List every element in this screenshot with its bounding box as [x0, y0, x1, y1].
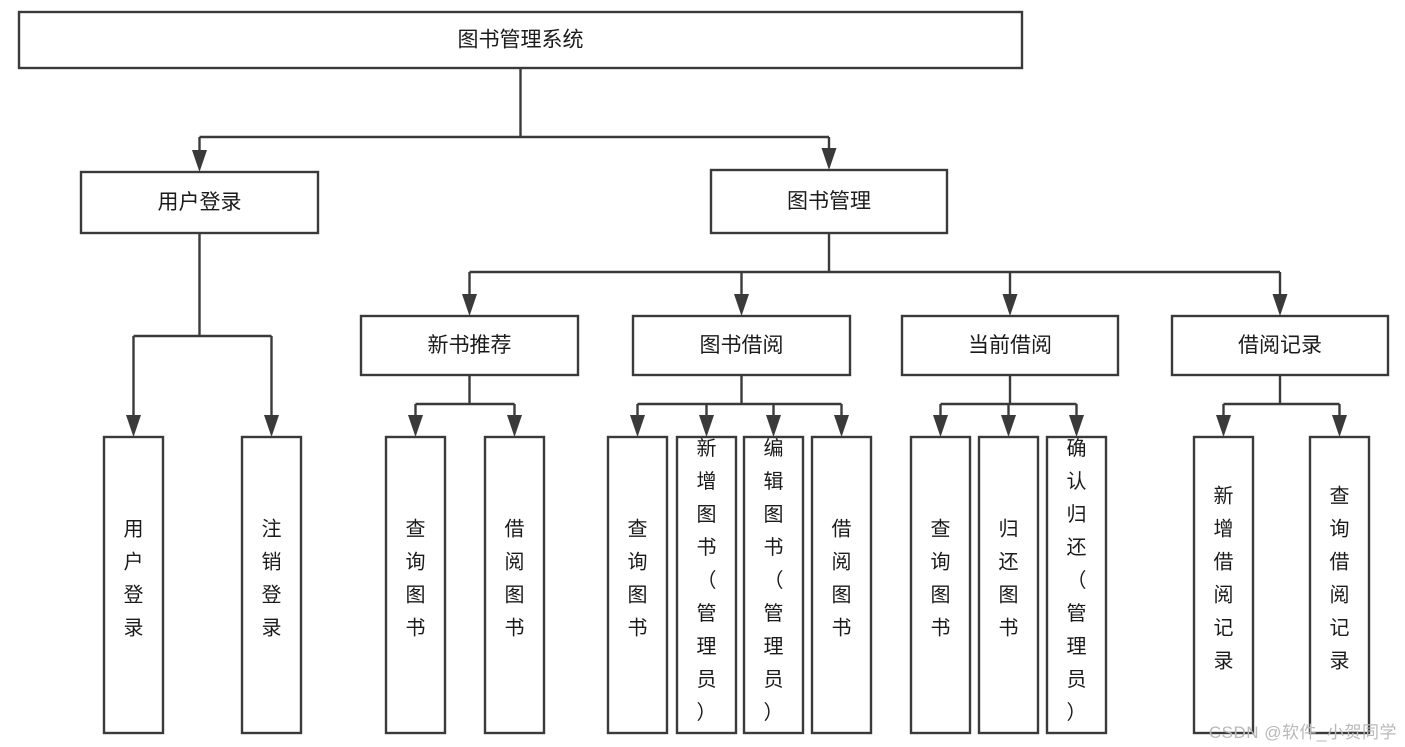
node-label: 借阅图书 — [505, 518, 525, 640]
arrow-head-icon — [1332, 415, 1347, 437]
node-label: 用户登录 — [158, 191, 242, 214]
node-box — [483, 435, 546, 735]
arrow-head-icon — [1001, 415, 1016, 437]
connector-group-root — [192, 68, 837, 172]
node-label: 借阅记录 — [1238, 334, 1322, 357]
node-label: 归还图书 — [999, 518, 1019, 640]
node-box — [606, 435, 669, 735]
node-label: 新增图书（管理员） — [697, 437, 717, 724]
node-box — [359, 314, 580, 377]
node-current-borrow[interactable]: 当前借阅 — [900, 314, 1120, 377]
node-record-add[interactable]: 新增借阅记录 — [1192, 435, 1255, 735]
node-label: 图书借阅 — [700, 334, 784, 357]
arrow-head-icon — [630, 415, 645, 437]
node-box — [742, 435, 805, 735]
arrow-head-icon — [766, 415, 781, 437]
node-box — [1308, 435, 1371, 735]
node-recommend-borrow-book[interactable]: 借阅图书 — [483, 435, 546, 735]
arrow-head-icon — [933, 415, 948, 437]
connector-group-book-manage — [462, 233, 1288, 316]
node-borrow-add-book[interactable]: 新增图书（管理员） — [675, 435, 738, 735]
node-label: 编辑图书（管理员） — [764, 437, 784, 724]
node-label: 查询图书 — [406, 518, 426, 640]
node-label: 查询借阅记录 — [1330, 485, 1350, 673]
connector-group-borrow-record — [1216, 375, 1347, 437]
node-current-return-book[interactable]: 归还图书 — [977, 435, 1040, 735]
node-user-login-do[interactable]: 用户登录 — [102, 435, 165, 735]
node-box — [810, 435, 873, 735]
node-user-logout[interactable]: 注销登录 — [240, 435, 303, 735]
node-borrow-query-book[interactable]: 查询图书 — [606, 435, 669, 735]
node-current-query-book[interactable]: 查询图书 — [909, 435, 972, 735]
node-new-book-recommend[interactable]: 新书推荐 — [359, 314, 580, 377]
node-box — [1170, 314, 1390, 377]
node-label: 新书推荐 — [428, 334, 512, 357]
arrow-head-icon — [507, 415, 522, 437]
node-box — [240, 435, 303, 735]
arrow-head-icon — [1069, 415, 1084, 437]
arrow-head-icon — [1002, 294, 1018, 316]
arrow-head-icon — [1216, 415, 1231, 437]
connector-group-book-borrow — [630, 375, 849, 437]
arrow-head-icon — [834, 415, 849, 437]
arrow-head-icon — [1272, 294, 1288, 316]
node-borrow-record[interactable]: 借阅记录 — [1170, 314, 1390, 377]
arrow-head-icon — [192, 150, 207, 172]
node-box — [709, 168, 949, 235]
node-box — [1192, 435, 1255, 735]
arrow-head-icon — [408, 415, 423, 437]
node-label: 当前借阅 — [968, 334, 1052, 357]
node-label: 注销登录 — [262, 518, 282, 640]
connector-group-user-login — [126, 233, 279, 437]
node-box — [900, 314, 1120, 377]
node-layer: 图书管理系统用户登录用户登录注销登录图书管理新书推荐查询图书借阅图书图书借阅查询… — [17, 10, 1390, 735]
node-book-borrow[interactable]: 图书借阅 — [631, 314, 852, 377]
node-label: 借阅图书 — [832, 518, 852, 640]
arrow-head-icon — [126, 415, 141, 437]
node-box — [384, 435, 447, 735]
node-record-query[interactable]: 查询借阅记录 — [1308, 435, 1371, 735]
connector-layer — [126, 68, 1347, 437]
arrow-head-icon — [734, 294, 749, 316]
arrow-head-icon — [821, 148, 837, 170]
node-recommend-query-book[interactable]: 查询图书 — [384, 435, 447, 735]
node-book-manage[interactable]: 图书管理 — [709, 168, 949, 235]
connector-group-current-borrow — [933, 375, 1084, 437]
node-current-confirm-return[interactable]: 确认归还（管理员） — [1045, 435, 1108, 735]
arrow-head-icon — [462, 294, 477, 316]
node-label: 图书管理 — [787, 190, 871, 213]
node-label: 查询图书 — [628, 518, 648, 640]
node-borrow-borrow-book[interactable]: 借阅图书 — [810, 435, 873, 735]
node-box — [17, 10, 1024, 70]
node-box — [675, 435, 738, 735]
node-label: 用户登录 — [124, 519, 144, 640]
node-box — [1045, 435, 1108, 735]
node-borrow-edit-book[interactable]: 编辑图书（管理员） — [742, 435, 805, 735]
arrow-head-icon — [699, 415, 714, 437]
node-box — [977, 435, 1040, 735]
node-label: 新增借阅记录 — [1214, 485, 1234, 673]
node-label: 图书管理系统 — [458, 29, 584, 52]
connector-group-new-book-recommend — [408, 375, 522, 437]
node-box — [631, 314, 852, 377]
node-box — [79, 170, 320, 235]
arrow-head-icon — [264, 415, 279, 437]
node-user-login[interactable]: 用户登录 — [79, 170, 320, 235]
node-label: 确认归还（管理员） — [1067, 437, 1087, 724]
node-label: 查询图书 — [931, 518, 951, 640]
watermark-label: CSDN @软件_小贺同学 — [1208, 723, 1397, 742]
node-root[interactable]: 图书管理系统 — [17, 10, 1024, 70]
node-box — [909, 435, 972, 735]
node-box — [102, 435, 165, 735]
